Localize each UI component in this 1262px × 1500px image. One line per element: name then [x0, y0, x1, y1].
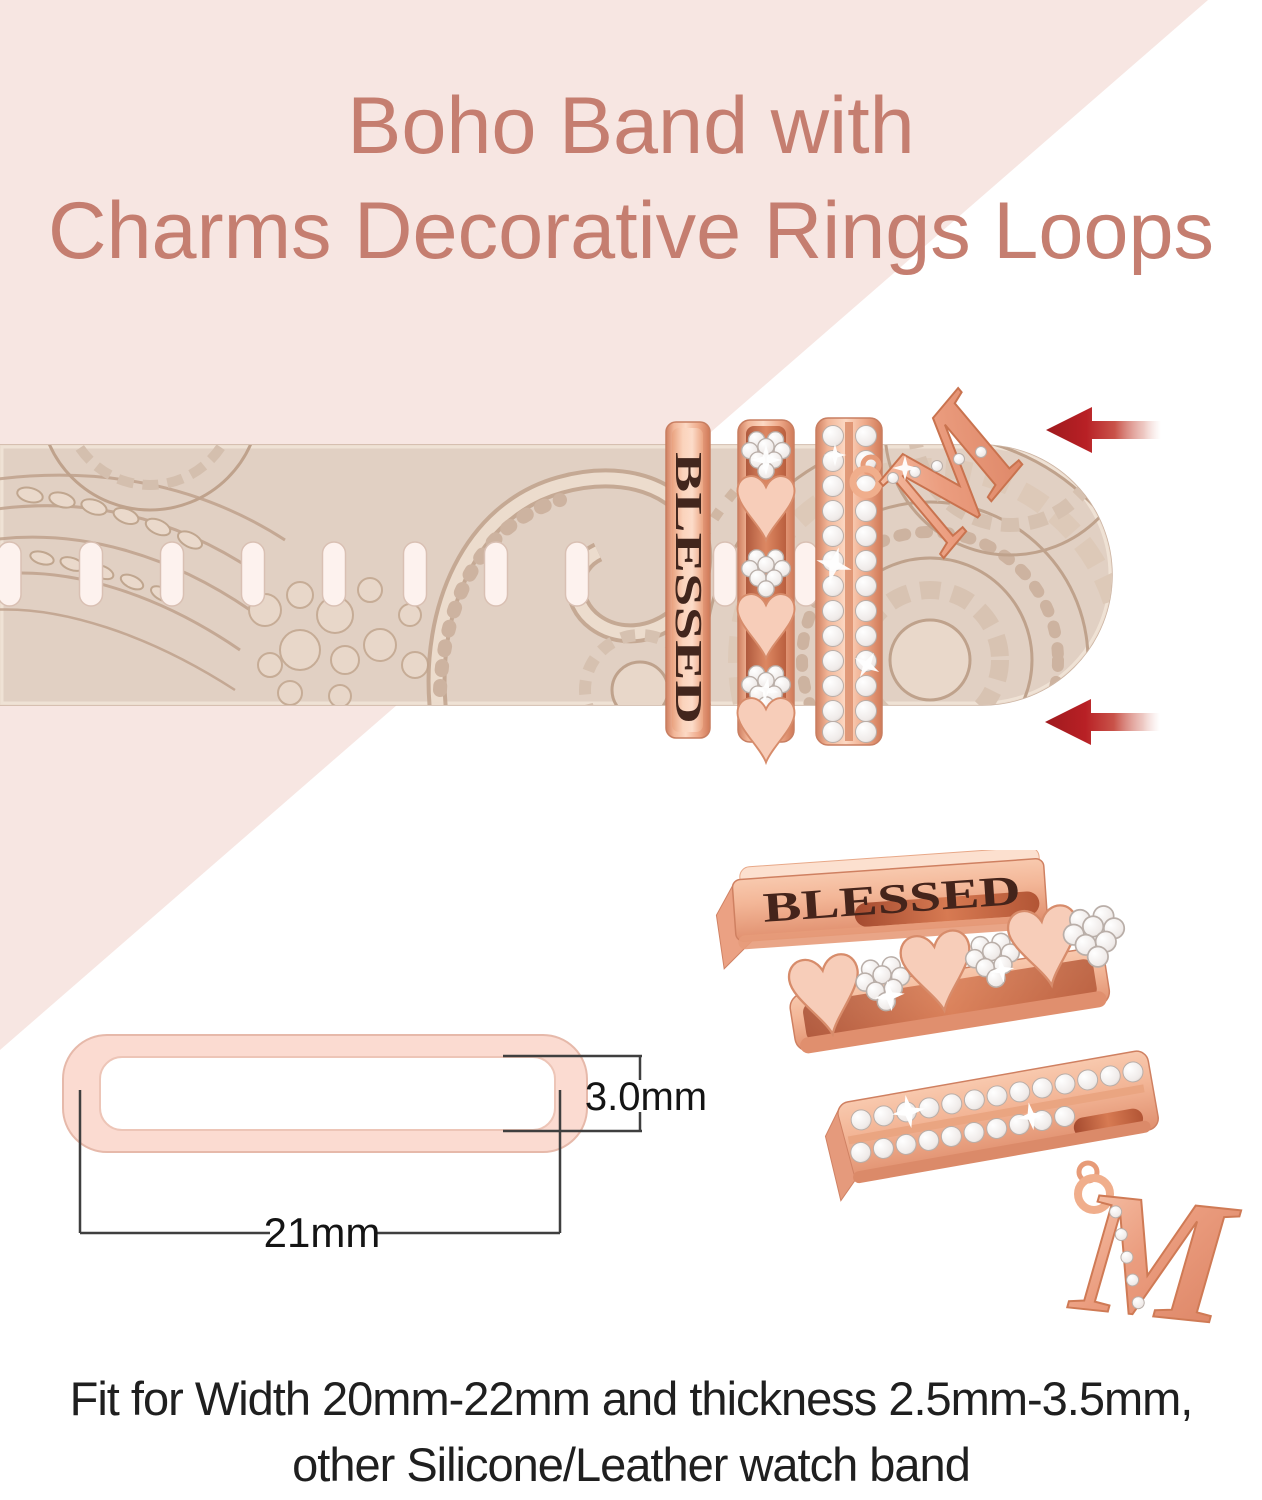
- page-title-line-2: Charms Decorative Rings Loops: [48, 186, 1214, 277]
- charm-blessed-photo: BLESSED: [715, 850, 1048, 970]
- strap-hole: [712, 541, 738, 607]
- arrow-left-icon: [1045, 699, 1160, 745]
- charm-photos-group: BLESSED: [715, 850, 1247, 1350]
- width-dimension-label: 21mm: [264, 1209, 381, 1256]
- letter-charm-m-photo: M: [1062, 1151, 1247, 1350]
- strap-hole: [402, 541, 428, 607]
- size-diagram: 3.0mm 21mm: [62, 1034, 707, 1256]
- strap-hole: [159, 541, 185, 607]
- band-photo: BLESSED: [0, 364, 1161, 764]
- strap-hole: [793, 541, 819, 607]
- loop-ring-shape: [62, 1034, 588, 1153]
- dimension-lines: [78, 1054, 642, 1235]
- fit-description-line-2: other Silicone/Leather watch band: [292, 1437, 971, 1491]
- thickness-dimension-label: 3.0mm: [585, 1075, 707, 1119]
- strap-hole: [321, 541, 347, 607]
- charm-ring-hearts: [736, 419, 796, 764]
- charm-hearts-photo: [785, 901, 1131, 1054]
- heart-ornament: [736, 697, 796, 764]
- rhinestone-row: [850, 1061, 1144, 1163]
- letter-charm-m-glyph: M: [1063, 1152, 1246, 1350]
- fit-description: Fit for Width 20mm-22mm and thickness 2.…: [0, 1366, 1262, 1498]
- fit-description-line-1: Fit for Width 20mm-22mm and thickness 2.…: [69, 1372, 1194, 1425]
- strap-hole: [483, 541, 509, 607]
- charm-rhinestone-photo: M: [824, 1050, 1247, 1350]
- strap-hole: [240, 541, 266, 607]
- page-title: Boho Band with Charms Decorative Rings L…: [0, 74, 1262, 285]
- charm-ring-blessed: BLESSED: [665, 421, 711, 739]
- arrow-left-icon: [1046, 407, 1161, 453]
- connector-ring-icon: [1074, 1174, 1114, 1214]
- strap-holes: [0, 541, 819, 607]
- connector-ring-icon: [849, 465, 883, 499]
- blessed-engraving-text: BLESSED: [667, 452, 709, 724]
- band-strap: [0, 444, 1113, 706]
- strap-hole: [0, 541, 22, 607]
- strap-hole: [564, 541, 590, 607]
- strap-hole: [78, 541, 104, 607]
- page-title-line-1: Boho Band with: [347, 81, 915, 171]
